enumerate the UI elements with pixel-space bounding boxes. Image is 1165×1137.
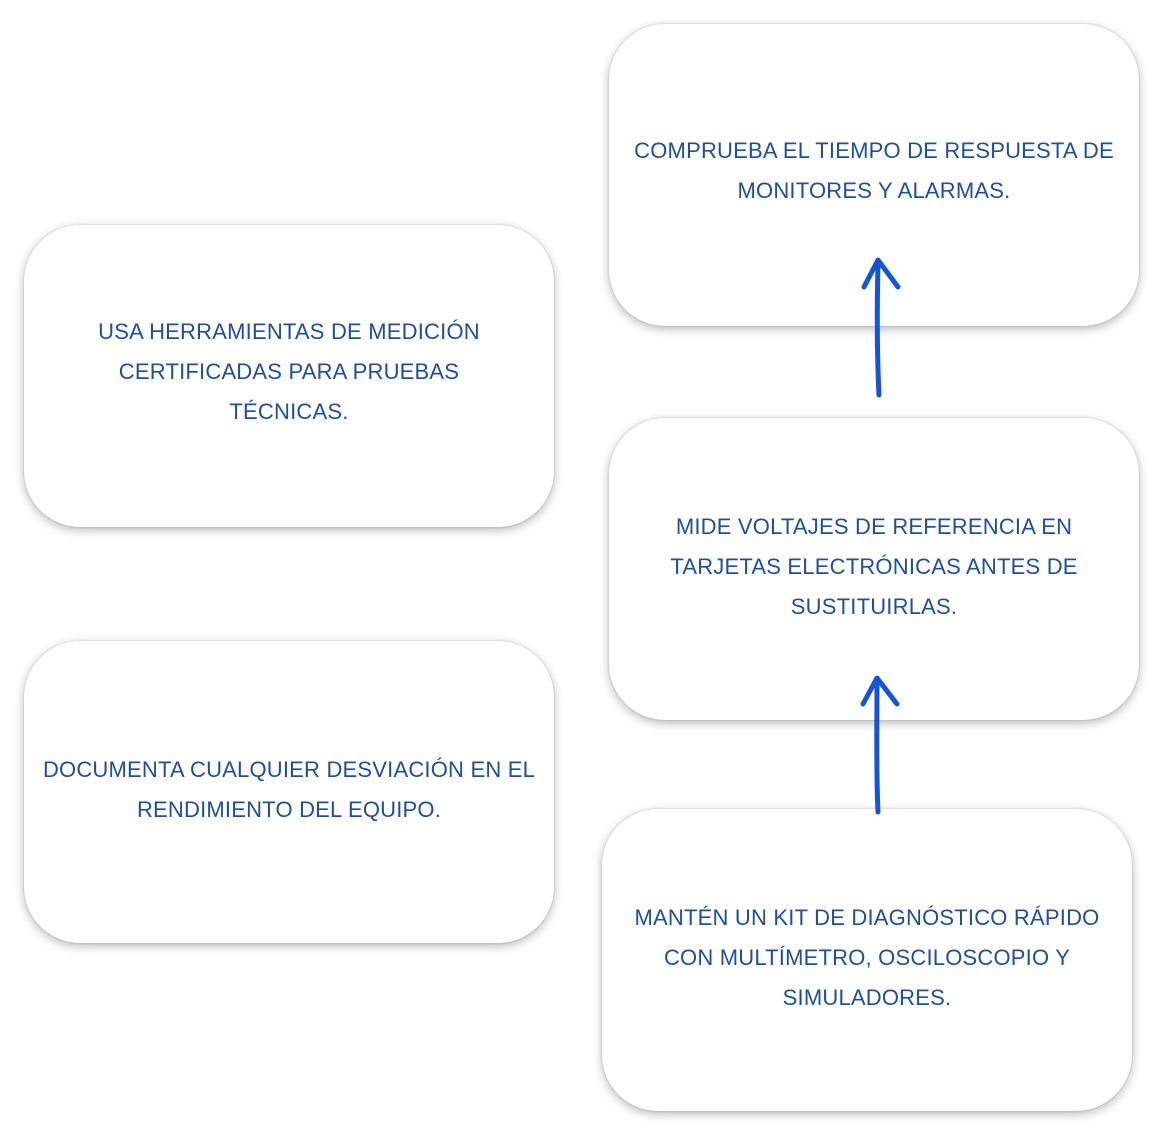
step-card-text: DOCUMENTA CUALQUIER DESVIACIÓN EN EL REN… xyxy=(42,757,536,822)
step-card-text: MIDE VOLTAJES DE REFERENCIA EN TARJETAS … xyxy=(670,514,1078,619)
step-card-certified-tools: USA HERRAMIENTAS DE MEDICIÓN CERTIFICADA… xyxy=(24,225,554,527)
step-card-response-time: COMPRUEBA EL TIEMPO DE RESPUESTA DE MONI… xyxy=(609,24,1139,326)
step-card-text: MANTÉN UN KIT DE DIAGNÓSTICO RÁPIDO CON … xyxy=(634,905,1100,1010)
step-card-text: USA HERRAMIENTAS DE MEDICIÓN CERTIFICADA… xyxy=(98,319,480,424)
step-card-text: COMPRUEBA EL TIEMPO DE RESPUESTA DE MONI… xyxy=(634,138,1114,203)
step-card-diagnostic-kit: MANTÉN UN KIT DE DIAGNÓSTICO RÁPIDO CON … xyxy=(602,809,1132,1111)
step-card-reference-voltages: MIDE VOLTAJES DE REFERENCIA EN TARJETAS … xyxy=(609,418,1139,720)
step-card-document-deviation: DOCUMENTA CUALQUIER DESVIACIÓN EN EL REN… xyxy=(24,641,554,943)
